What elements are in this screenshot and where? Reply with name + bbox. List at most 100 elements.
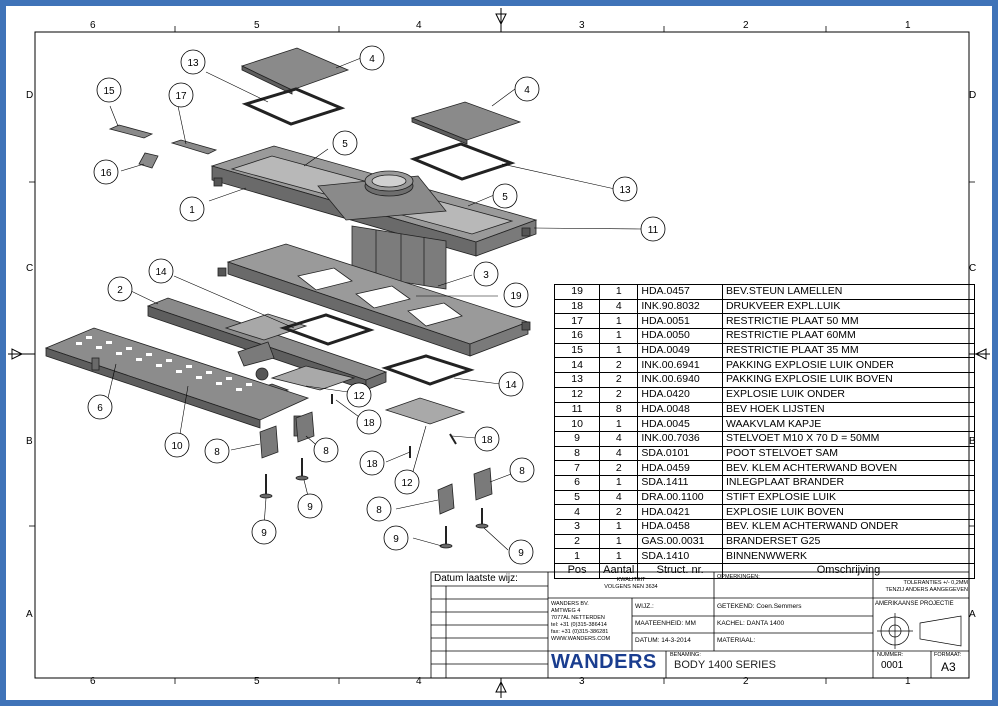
bom-desc-cell: STIFT EXPLOSIE LUIK bbox=[721, 489, 976, 506]
balloon-14-a: 14 bbox=[155, 267, 167, 278]
bom-part-cell: HDA.0051 bbox=[637, 313, 723, 330]
bom-qty-cell: 4 bbox=[599, 298, 639, 315]
zone-right-d: D bbox=[969, 90, 977, 101]
bom-desc-cell: DRUKVEER EXPL.LUIK bbox=[721, 298, 976, 315]
bom-pos-cell: 5 bbox=[553, 489, 601, 506]
bom-part-cell: GAS.00.0031 bbox=[637, 533, 723, 550]
balloon-2: 2 bbox=[117, 285, 123, 296]
bom-pos-cell: 16 bbox=[553, 328, 601, 344]
bom-pos-cell: 9 bbox=[553, 430, 601, 447]
bom-part-cell: HDA.0050 bbox=[637, 328, 723, 344]
company-address: WANDERS BV. AMTWEG 4 7077AL NETTERDEN te… bbox=[551, 601, 610, 643]
bom-qty-cell: 1 bbox=[599, 519, 639, 535]
zone-top-5: 5 bbox=[254, 20, 260, 31]
zone-top-6: 6 bbox=[90, 20, 96, 31]
balloon-18-c: 18 bbox=[481, 435, 493, 446]
balloon-6: 6 bbox=[97, 403, 103, 414]
bom-desc-cell: BEV. KLEM ACHTERWAND BOVEN bbox=[721, 460, 976, 476]
bom-part-cell: INK.00.6940 bbox=[637, 372, 723, 388]
balloon-9-b: 9 bbox=[307, 502, 313, 513]
format-label: FORMAAT: bbox=[934, 652, 962, 658]
bom-qty-cell: 2 bbox=[599, 372, 639, 388]
bom-pos-cell: 19 bbox=[553, 284, 601, 300]
bom-part-cell: SDA.1411 bbox=[637, 474, 723, 491]
bom-pos-cell: 14 bbox=[553, 357, 601, 374]
balloon-12-b: 12 bbox=[401, 478, 413, 489]
balloon-4-b: 4 bbox=[524, 85, 530, 96]
company-name: WANDERS BV. bbox=[551, 601, 589, 607]
tolerance-line-2: TENZIJ ANDERS AANGEGEVEN bbox=[885, 587, 968, 593]
bom-part-cell: HDA.0457 bbox=[637, 284, 723, 300]
zone-left-d: D bbox=[26, 90, 34, 101]
bom-part-cell: DRA.00.1100 bbox=[637, 489, 723, 506]
bom-qty-cell: 1 bbox=[599, 533, 639, 550]
quality-line-2: VOLGENS NEN 3634 bbox=[604, 584, 658, 590]
bom-desc-cell: WAAKVLAM KAPJE bbox=[721, 416, 976, 432]
bom-desc-cell: EXPLOSIE LUIK BOVEN bbox=[721, 504, 976, 520]
bom-pos-cell: 11 bbox=[553, 401, 601, 418]
paper-format: A3 bbox=[941, 660, 956, 674]
material-field: MATERIAAL: bbox=[717, 637, 756, 644]
bom-qty-cell: 1 bbox=[599, 328, 639, 344]
zone-top-2: 2 bbox=[743, 20, 749, 31]
tolerance-line-1: TOLERANTIES +/- 0,2MM bbox=[903, 580, 968, 586]
number-label: NUMMER: bbox=[877, 652, 904, 658]
bom-desc-cell: STELVOET M10 X 70 D = 50MM bbox=[721, 430, 976, 447]
bom-qty-cell: 1 bbox=[599, 416, 639, 432]
bom-qty-cell: 4 bbox=[599, 430, 639, 447]
bom-pos-cell: 7 bbox=[553, 460, 601, 476]
bom-desc-cell: PAKKING EXPLOSIE LUIK BOVEN bbox=[721, 372, 976, 388]
balloon-9-a: 9 bbox=[261, 528, 267, 539]
bom-qty-cell: 2 bbox=[599, 460, 639, 476]
zone-left-a: A bbox=[26, 609, 33, 620]
bom-part-cell: HDA.0045 bbox=[637, 416, 723, 432]
bom-pos-cell: 13 bbox=[553, 372, 601, 388]
balloon-9-d: 9 bbox=[518, 548, 524, 559]
zone-right-a: A bbox=[969, 609, 976, 620]
bom-qty-cell: 1 bbox=[599, 284, 639, 300]
balloon-8-c: 8 bbox=[376, 505, 382, 516]
balloon-5-b: 5 bbox=[502, 192, 508, 203]
bom-pos-cell: 10 bbox=[553, 416, 601, 432]
balloon-1: 1 bbox=[189, 205, 195, 216]
bom-pos-cell: 12 bbox=[553, 386, 601, 403]
revision-date-label: Datum laatste wijz: bbox=[434, 573, 518, 584]
zone-top-4: 4 bbox=[416, 20, 422, 31]
bom-part-cell: INK.90.8032 bbox=[637, 298, 723, 315]
product-field: KACHEL: DANTA 1400 bbox=[717, 620, 785, 627]
company-street: AMTWEG 4 bbox=[551, 608, 581, 614]
projection-label: AMERIKAANSE PROJECTIE bbox=[875, 601, 954, 607]
zone-bottom-6: 6 bbox=[90, 676, 96, 687]
bom-qty-cell: 2 bbox=[599, 357, 639, 374]
balloon-11: 11 bbox=[648, 225, 659, 236]
bom-part-cell: HDA.0048 bbox=[637, 401, 723, 418]
quality-line-1: KWALITEIT bbox=[616, 577, 646, 583]
bom-header-desc: Omschrijving bbox=[721, 563, 976, 579]
bom-part-cell: INK.00.6941 bbox=[637, 357, 723, 374]
balloon-12-a: 12 bbox=[353, 391, 365, 402]
zone-bottom-5: 5 bbox=[254, 676, 260, 687]
bom-desc-cell: PAKKING EXPLOSIE LUIK ONDER bbox=[721, 357, 976, 374]
zone-left-c: C bbox=[26, 263, 34, 274]
balloon-16: 16 bbox=[100, 168, 112, 179]
bom-part-cell: HDA.0421 bbox=[637, 504, 723, 520]
unit-field: MAATEENHEID: MM bbox=[635, 620, 696, 627]
zone-top-3: 3 bbox=[579, 20, 585, 31]
bom-pos-cell: 3 bbox=[553, 519, 601, 535]
bom-part-cell: INK.00.7036 bbox=[637, 430, 723, 447]
bom-desc-cell: POOT STELVOET SAM bbox=[721, 445, 976, 462]
bom-desc-cell: BEV HOEK LIJSTEN bbox=[721, 401, 976, 418]
balloon-18-a: 18 bbox=[363, 418, 375, 429]
bom-desc-cell: BINNENWWERK bbox=[721, 548, 976, 565]
zone-bottom-3: 3 bbox=[579, 676, 585, 687]
